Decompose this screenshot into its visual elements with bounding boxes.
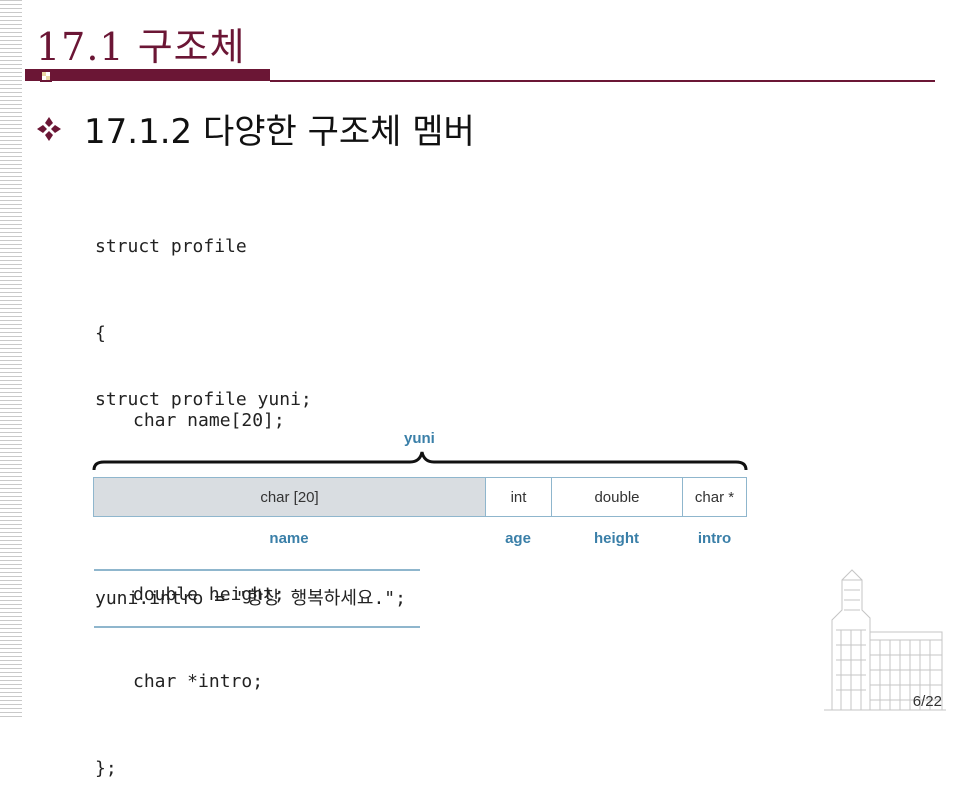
curly-brace-icon <box>92 451 748 471</box>
memory-cell-age: int <box>486 478 552 516</box>
code-divider-bottom <box>94 626 420 628</box>
memory-cell-height: double <box>552 478 683 516</box>
code-line: { <box>95 323 106 344</box>
building-sketch-image <box>824 569 946 711</box>
memory-cell-name: char [20] <box>94 478 486 516</box>
memory-cell-intro: char * <box>694 488 735 506</box>
title-accent-bar <box>25 69 270 81</box>
slide-title: 17.1 구조체 <box>36 25 246 69</box>
code-line: char name[20]; <box>133 410 285 431</box>
section-heading: 17.1.2 다양한 구조체 멤버 <box>36 104 475 153</box>
diamond-bullet-icon <box>37 116 61 141</box>
code-line: struct profile <box>95 236 247 257</box>
field-label-age: age <box>505 530 531 547</box>
code-line: }; <box>95 758 117 779</box>
page-number: 6/22 <box>912 693 942 710</box>
variable-declaration-code: struct profile yuni; <box>95 389 312 410</box>
code-line: char *intro; <box>133 671 264 692</box>
field-label-name: name <box>269 530 309 547</box>
checker-square-icon <box>40 70 52 82</box>
variable-label: yuni <box>404 430 435 447</box>
code-divider-top <box>94 569 420 571</box>
assignment-code: yuni.intro = "항상 행복하세요."; <box>95 588 406 609</box>
field-label-intro: intro <box>697 530 732 547</box>
code-line: double height; <box>133 584 285 605</box>
field-label-height: height <box>594 530 639 547</box>
struct-memory-layout: char [20] int double char * <box>93 477 747 517</box>
section-subtitle: 17.1.2 다양한 구조체 멤버 <box>84 112 475 152</box>
title-underline <box>270 80 935 82</box>
left-stripe-decoration <box>0 0 22 720</box>
